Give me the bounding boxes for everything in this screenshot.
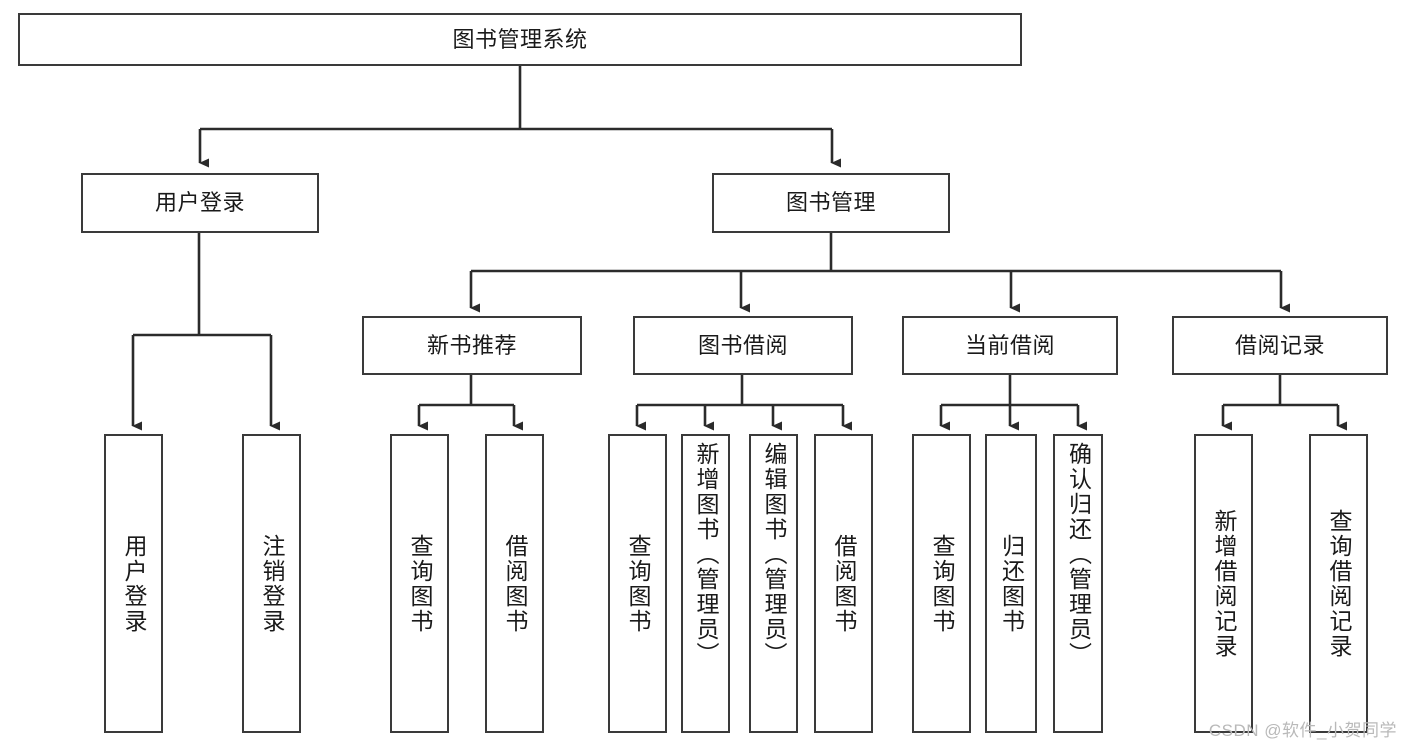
node-label: 编辑图书（管理员） [761,442,787,667]
watermark: CSDN @软件_小贺同学 [1208,721,1397,740]
leaf-query-book-2[interactable]: 查询图书 [608,434,667,733]
leaf-confirm-return-admin[interactable]: 确认归还（管理员） [1053,434,1103,733]
leaf-add-book-admin[interactable]: 新增图书（管理员） [681,434,730,733]
leaf-add-borrow-record[interactable]: 新增借阅记录 [1194,434,1253,733]
node-new-book-recommend[interactable]: 新书推荐 [362,316,582,375]
node-book-management[interactable]: 图书管理 [712,173,950,233]
node-label: 查询借阅记录 [1326,508,1352,659]
node-label: 查询图书 [407,533,433,634]
node-book-borrow[interactable]: 图书借阅 [633,316,853,375]
node-label: 图书借阅 [697,332,788,358]
leaf-logout-login[interactable]: 注销登录 [242,434,301,733]
node-label: 当前借阅 [964,332,1055,358]
leaf-query-book-1[interactable]: 查询图书 [390,434,449,733]
node-label: 确认归还（管理员） [1065,442,1092,667]
node-label: 新书推荐 [426,332,517,358]
node-label: 图书管理 [785,190,876,216]
node-label: 新增借阅记录 [1211,508,1237,659]
node-label: 图书管理系统 [452,26,588,52]
node-label: 注销登录 [259,533,285,634]
leaf-query-book-3[interactable]: 查询图书 [912,434,971,733]
leaf-borrow-book-1[interactable]: 借阅图书 [485,434,544,733]
node-label: 借阅记录 [1234,332,1325,358]
node-label: 用户登录 [121,533,147,634]
leaf-return-book[interactable]: 归还图书 [985,434,1037,733]
node-label: 借阅图书 [831,533,857,634]
node-label: 查询图书 [929,533,955,634]
node-label: 归还图书 [998,533,1025,634]
node-root-system[interactable]: 图书管理系统 [18,13,1022,66]
leaf-query-borrow-record[interactable]: 查询借阅记录 [1309,434,1368,733]
node-label: 新增图书（管理员） [693,442,719,667]
leaf-edit-book-admin[interactable]: 编辑图书（管理员） [749,434,798,733]
node-label: 用户登录 [154,190,245,216]
node-user-login[interactable]: 用户登录 [81,173,319,233]
node-borrow-record[interactable]: 借阅记录 [1172,316,1388,375]
leaf-borrow-book-2[interactable]: 借阅图书 [814,434,873,733]
node-label: 查询图书 [625,533,651,634]
node-current-borrow[interactable]: 当前借阅 [902,316,1118,375]
node-label: 借阅图书 [502,533,528,634]
leaf-user-login[interactable]: 用户登录 [104,434,163,733]
